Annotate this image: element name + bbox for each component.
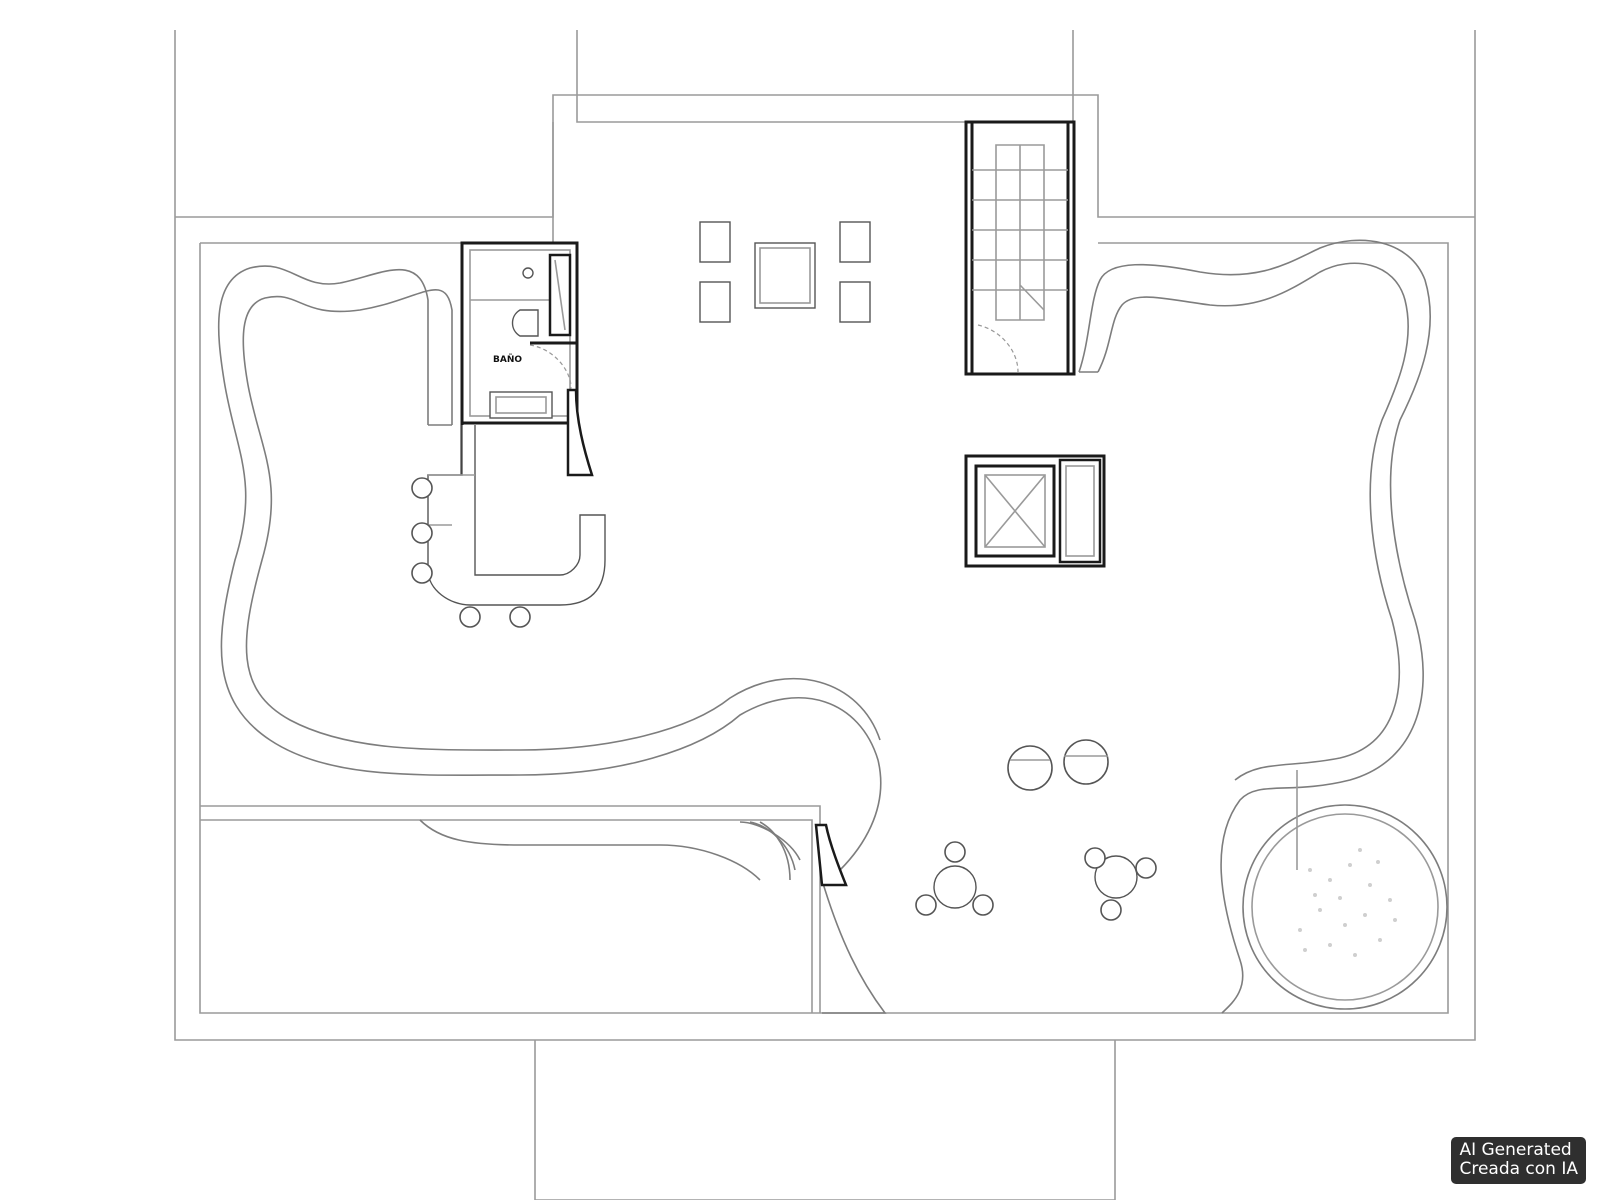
chair-icon (915, 894, 937, 916)
garden-path-left (217, 265, 882, 871)
outer-outline (174, 30, 1476, 1200)
round-table-set-1 (915, 841, 994, 916)
round-planter (1242, 770, 1448, 1010)
planter-icon (1242, 804, 1448, 1010)
chair-icon (411, 522, 433, 544)
chair-icon (699, 281, 731, 323)
chair-icon (839, 281, 871, 323)
table-icon (1094, 855, 1138, 899)
chair-icon (411, 562, 433, 584)
elevator-core (964, 454, 1106, 568)
bathtub-icon (489, 391, 553, 419)
chair-icon (509, 606, 531, 628)
chair-icon (411, 477, 433, 499)
sink-icon (522, 267, 534, 279)
lower-walkway (419, 819, 887, 1014)
chair-icon (972, 894, 994, 916)
bar-counter (411, 425, 606, 628)
badge-line-2: Creada con IA (1459, 1159, 1578, 1179)
lounge-chair-icon (1063, 739, 1109, 785)
chair-icon (839, 221, 871, 263)
ai-generated-badge: AI Generated Creada con IA (1451, 1137, 1586, 1184)
chair-icon (459, 606, 481, 628)
table-icon (933, 865, 977, 909)
chair-icon (699, 221, 731, 263)
lounge-chair-icon (1007, 745, 1053, 791)
lower-door (814, 823, 848, 887)
bathroom-label: BAÑO (493, 354, 522, 365)
dining-set (699, 221, 871, 323)
badge-line-1: AI Generated (1459, 1140, 1572, 1160)
bathroom: BAÑO (460, 241, 594, 477)
round-table-set-2 (1084, 847, 1157, 921)
table-icon (754, 242, 816, 309)
stair-icon (972, 144, 1068, 321)
lounge-seating (1007, 739, 1109, 791)
toilet-icon (511, 309, 539, 337)
chair-icon (1100, 899, 1122, 921)
chair-icon (1135, 857, 1157, 879)
chair-icon (1084, 847, 1106, 869)
garden-path-right (1078, 239, 1432, 1014)
staircase (964, 120, 1076, 376)
stool-group (411, 477, 531, 628)
chair-icon (944, 841, 966, 863)
